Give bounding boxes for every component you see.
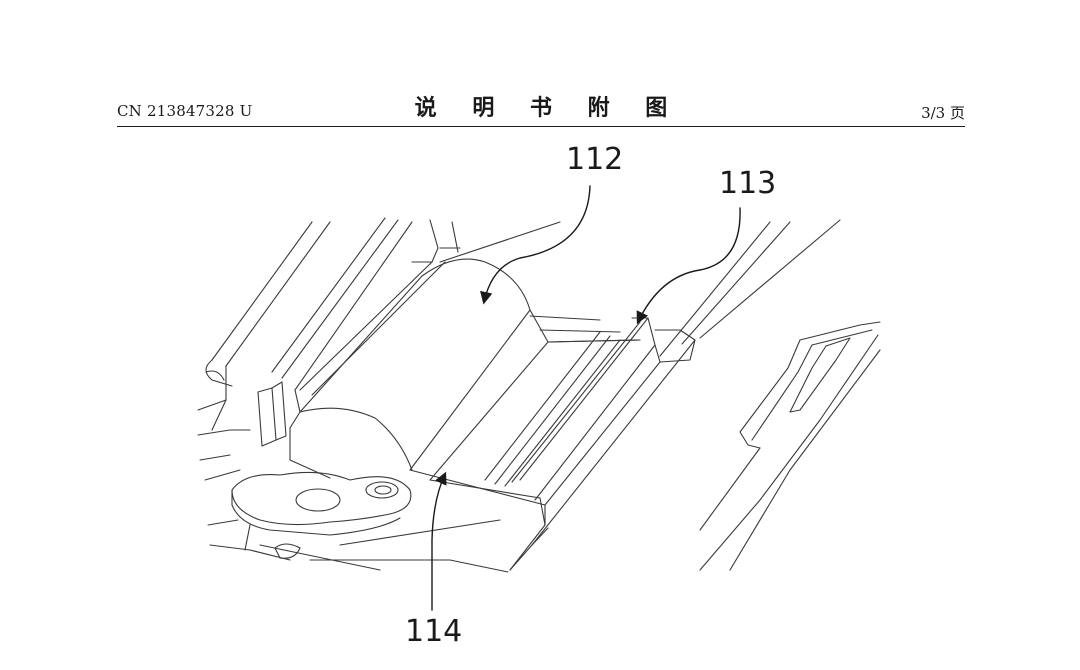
reference-label-112: 112	[566, 142, 624, 177]
page-indicator: 3/3 页	[921, 104, 965, 122]
technical-drawing	[197, 185, 881, 611]
reference-label-113: 113	[719, 166, 777, 201]
reference-label-114: 114	[405, 614, 463, 649]
publication-number: CN 213847328 U	[117, 102, 253, 120]
leader-arrows	[431, 185, 741, 611]
page-header: CN 213847328 U 说 明 书 附 图 3/3 页	[117, 88, 965, 128]
leader-114	[431, 471, 447, 611]
boss-with-hole	[231, 471, 412, 559]
dome-element-112	[299, 258, 641, 481]
right-rail-lines	[509, 219, 841, 571]
right-slot-bracket	[699, 321, 881, 571]
ridge-element-113	[484, 317, 696, 506]
leader-112	[480, 185, 591, 305]
document-title: 说 明 书 附 图	[414, 96, 682, 121]
left-posts	[257, 381, 301, 447]
leader-113	[636, 207, 741, 325]
header-rule	[117, 126, 965, 127]
upper-channel	[299, 219, 561, 396]
front-base	[259, 407, 546, 573]
left-rail-lines	[197, 217, 413, 561]
